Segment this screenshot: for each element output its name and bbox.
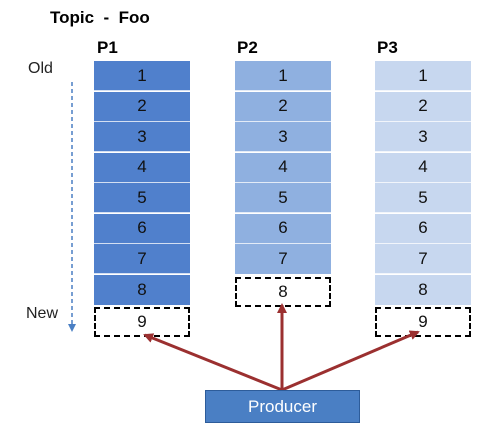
partition-label-p2: P2: [237, 38, 258, 57]
arrow-to-p1: [143, 333, 283, 392]
message-cell: 1: [235, 61, 331, 91]
message-cell: 3: [235, 122, 331, 152]
message-cell: 5: [375, 183, 471, 213]
message-cell: 6: [375, 213, 471, 244]
message-cell: 1: [94, 61, 190, 91]
message-cell: 5: [235, 183, 331, 213]
message-cell: 3: [375, 122, 471, 152]
message-cell: 8: [375, 274, 471, 305]
message-cell: 5: [94, 183, 190, 213]
message-cell: 8: [94, 274, 190, 305]
message-cell: 1: [375, 61, 471, 91]
message-cell: 4: [375, 152, 471, 183]
message-cell: 6: [94, 213, 190, 244]
message-cell: 2: [94, 91, 190, 122]
message-cell: 4: [94, 152, 190, 183]
new-label: New: [26, 305, 59, 322]
message-cell: 7: [94, 244, 190, 274]
pending-message-cell: 9: [375, 307, 471, 337]
producer-label: Producer: [248, 396, 317, 416]
pending-message-cell: 9: [94, 307, 190, 337]
partition-label-p1: P1: [97, 38, 118, 57]
producer-box: Producer: [205, 390, 360, 423]
partition-label-p3: P3: [377, 38, 398, 57]
arrow-to-p3: [281, 330, 420, 392]
old-label: Old: [28, 60, 53, 77]
message-cell: 2: [375, 91, 471, 122]
message-cell: 2: [235, 91, 331, 122]
message-cell: 4: [235, 152, 331, 183]
message-cell: 7: [235, 244, 331, 274]
message-cell: 6: [235, 213, 331, 244]
message-cell: 3: [94, 122, 190, 152]
message-cell: 7: [375, 244, 471, 274]
diagram-title: Topic - Foo: [50, 8, 150, 27]
